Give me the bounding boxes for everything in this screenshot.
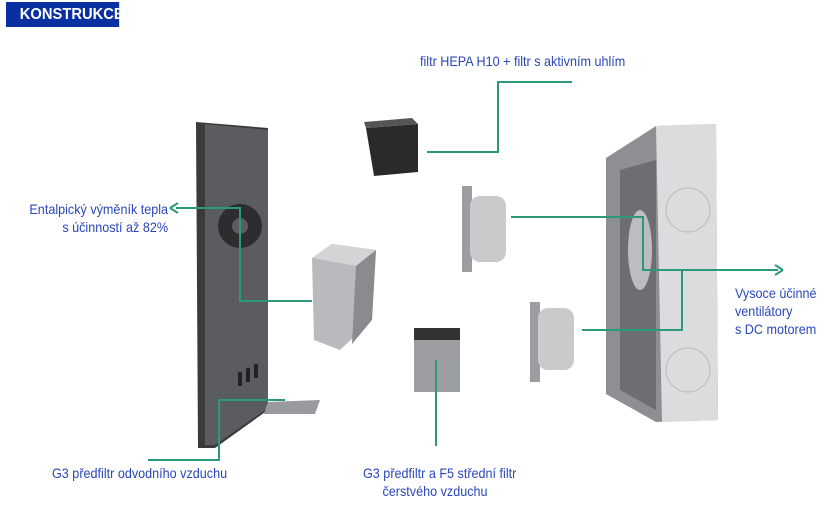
- label-g3-f5-line2: čerstvého vzduchu: [382, 483, 488, 499]
- label-fans-line2: ventilátory: [735, 303, 793, 319]
- label-enthalpy: Entalpický výměník tepla s účinností až …: [29, 200, 168, 236]
- section-title: KONSTRUKCE: [6, 2, 124, 27]
- leader-hepa: [427, 81, 572, 153]
- fan-upper: [462, 186, 506, 272]
- label-g3-f5-line1: G3 předfiltr a F5 střední filtr: [363, 465, 517, 481]
- fan-lower: [530, 302, 574, 382]
- label-fans-line3: s DC motorem: [735, 321, 817, 337]
- label-enthalpy-line1: Entalpický výměník tepla: [29, 201, 168, 217]
- leader-g3-exhaust: [148, 399, 285, 461]
- label-hepa: filtr HEPA H10 + filtr s aktivním uhlím: [420, 53, 626, 69]
- leader-fans-lower: [582, 270, 683, 331]
- label-g3-exhaust: G3 předfiltr odvodního vzduchu: [52, 465, 228, 481]
- label-fans: Vysoce účinné ventilátory s DC motorem: [735, 284, 816, 338]
- leader-fans: [511, 216, 778, 271]
- housing: [606, 124, 718, 422]
- enthalpy-exchanger: [312, 244, 376, 350]
- hepa-filter: [364, 118, 418, 176]
- leader-enthalpy: [176, 207, 312, 302]
- label-enthalpy-line2: s účinností až 82%: [62, 219, 168, 235]
- arrow-right-icon: [774, 264, 784, 276]
- arrow-left-icon: [169, 202, 179, 214]
- leader-lines: [148, 81, 778, 461]
- label-g3-f5: G3 předfiltr a F5 střední filtr čerstvéh…: [363, 464, 517, 500]
- front-panel: [196, 122, 268, 448]
- label-fans-line1: Vysoce účinné: [735, 285, 817, 301]
- g3-exhaust-filter: [264, 400, 320, 414]
